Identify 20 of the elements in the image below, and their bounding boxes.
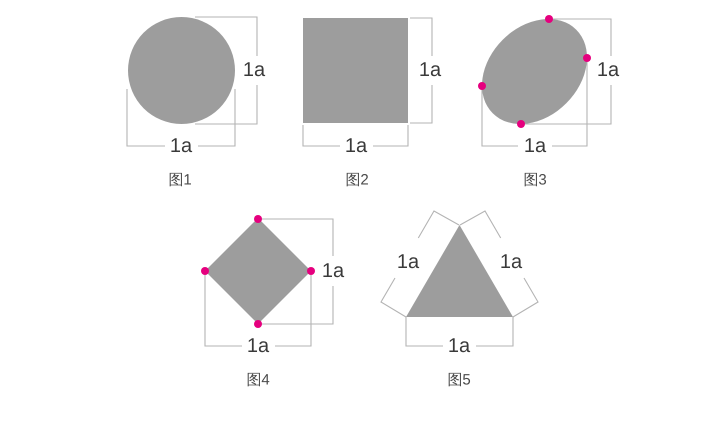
dimension-label: 1a (246, 336, 270, 356)
circle-shape (128, 17, 235, 124)
dimension-label: 1a (242, 60, 266, 80)
dimension-label: 1a (418, 60, 442, 80)
ellipse-shape (482, 19, 587, 124)
figure-caption: 图4 (246, 372, 270, 388)
dimension-label: 1a (596, 60, 620, 80)
dimension-label: 1a (396, 252, 420, 272)
square-shape (303, 18, 408, 123)
dimension-label: 1a (322, 261, 344, 281)
dimension-label: 1a (170, 136, 192, 156)
dimension-label: 1a (448, 336, 470, 356)
diamond-shape (205, 218, 311, 324)
dimension-label: 1a (500, 252, 522, 272)
dimension-label: 1a (524, 136, 546, 156)
figure-caption: 图3 (523, 172, 547, 188)
dimension-label: 1a (344, 136, 368, 156)
figure-caption: 图1 (168, 172, 192, 188)
figure-caption: 图5 (447, 372, 471, 388)
figure-caption: 图2 (345, 172, 369, 188)
